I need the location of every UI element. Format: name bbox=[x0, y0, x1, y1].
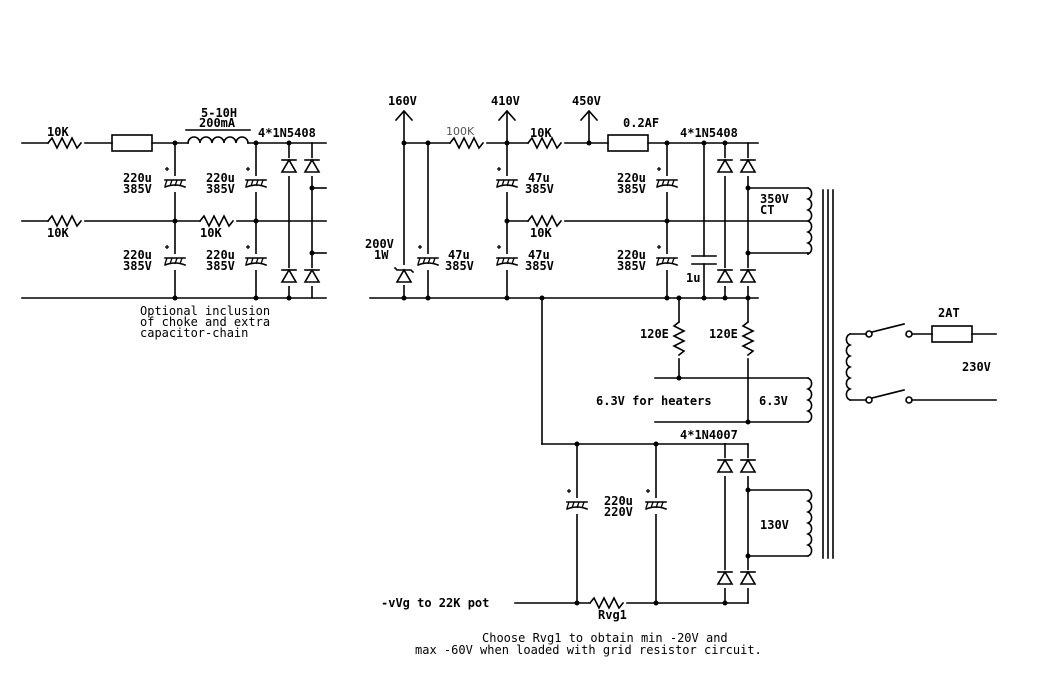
bias-supply-section bbox=[514, 441, 809, 609]
cap1u-label: 1u bbox=[686, 271, 700, 285]
choke-inductor bbox=[187, 136, 249, 144]
vg-output-label: -vVg to 22K pot bbox=[381, 596, 489, 610]
fuse-2at-label: 2AT bbox=[938, 306, 960, 320]
choke-value-label: 5-10H bbox=[201, 106, 237, 120]
zener-label: 200V bbox=[365, 237, 394, 251]
r10k-a-label: 10K bbox=[530, 126, 552, 140]
left-cap-bl-label: 220u bbox=[123, 248, 152, 262]
cap220-bottom-label: 220u bbox=[617, 248, 646, 262]
cap47-c-label: 47u bbox=[528, 248, 550, 262]
fuse-2at bbox=[931, 325, 973, 343]
v160-label: 160V bbox=[388, 94, 417, 108]
left-cap-br-voltage: 385V bbox=[206, 259, 235, 273]
fuse-left bbox=[111, 134, 153, 152]
cap220-bottom-voltage: 385V bbox=[617, 259, 646, 273]
sec-ct-label: CT bbox=[760, 203, 774, 217]
left-bridge-label: 4*1N5408 bbox=[258, 126, 316, 140]
hv-supply-section bbox=[369, 109, 809, 445]
cap220-top-voltage: 385V bbox=[617, 182, 646, 196]
sec-130v-label: 130V bbox=[760, 518, 789, 532]
optional-note-line3: capacitor-chain bbox=[140, 326, 248, 340]
left-cap-tl-label: 220u bbox=[123, 171, 152, 185]
optional-note-line2: of choke and extra bbox=[140, 315, 270, 329]
left-cap-tl-voltage: 385V bbox=[123, 182, 152, 196]
left-r-mid-label: 10K bbox=[200, 226, 222, 240]
heaters-label: 6.3V for heaters bbox=[596, 394, 712, 408]
power-transformer bbox=[806, 186, 997, 559]
cap47-b-voltage: 385V bbox=[525, 182, 554, 196]
r10k-b-label: 10K bbox=[530, 226, 552, 240]
left-cap-br-label: 220u bbox=[206, 248, 235, 262]
zener-watt-label: 1W bbox=[374, 248, 389, 262]
cap47-c-voltage: 385V bbox=[525, 259, 554, 273]
main-bridge-label: 4*1N5408 bbox=[680, 126, 738, 140]
fuse-0-2af bbox=[607, 134, 649, 152]
r120-b-label: 120E bbox=[709, 327, 738, 341]
bias-cap-voltage: 220V bbox=[604, 505, 633, 519]
sec-350v-label: 350V bbox=[760, 192, 789, 206]
cap47-b-label: 47u bbox=[528, 171, 550, 185]
rvg1-label: Rvg1 bbox=[598, 608, 627, 622]
sec-63v-label: 6.3V bbox=[759, 394, 788, 408]
left-cap-tr-label: 220u bbox=[206, 171, 235, 185]
cap47-a-voltage: 385V bbox=[445, 259, 474, 273]
v410-label: 410V bbox=[491, 94, 520, 108]
bias-note-line2: max -60V when loaded with grid resistor … bbox=[415, 643, 762, 657]
cap47-a-label: 47u bbox=[448, 248, 470, 262]
optional-filter-section bbox=[21, 129, 327, 301]
v450-label: 450V bbox=[572, 94, 601, 108]
r100k-label: 100K bbox=[446, 125, 475, 138]
choke-current-label: 200mA bbox=[199, 116, 236, 130]
left-cap-bl-voltage: 385V bbox=[123, 259, 152, 273]
fuse-02af-label: 0.2AF bbox=[623, 116, 659, 130]
mains-label: 230V bbox=[962, 360, 991, 374]
bias-bridge-label: 4*1N4007 bbox=[680, 428, 738, 442]
bias-note-line1: Choose Rvg1 to obtain min -20V and bbox=[482, 631, 728, 645]
bias-cap-label: 220u bbox=[604, 494, 633, 508]
r120-a-label: 120E bbox=[640, 327, 669, 341]
optional-note-line1: Optional inclusion bbox=[140, 304, 270, 318]
cap220-top-label: 220u bbox=[617, 171, 646, 185]
left-cap-tr-voltage: 385V bbox=[206, 182, 235, 196]
left-r2-label: 10K bbox=[47, 226, 69, 240]
left-r1-label: 10K bbox=[47, 125, 69, 139]
